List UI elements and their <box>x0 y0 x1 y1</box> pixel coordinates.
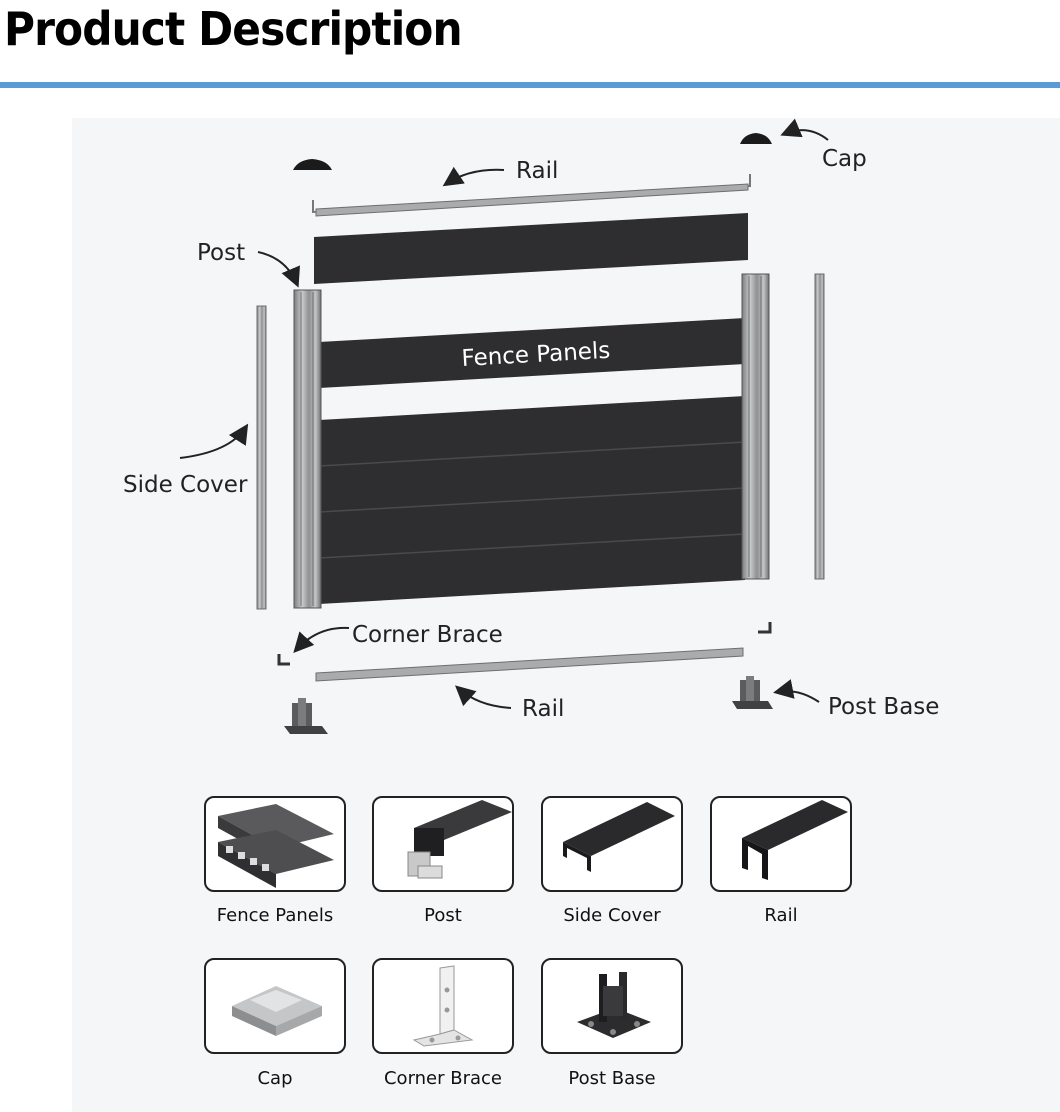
label-cap: Cap <box>822 146 867 172</box>
component-caption-side-cover: Side Cover <box>563 905 661 926</box>
post-right <box>741 273 770 580</box>
label-rail-bottom: Rail <box>522 696 564 722</box>
label-side-cover: Side Cover <box>123 472 248 498</box>
side-cover-left <box>256 305 267 610</box>
component-card-post <box>372 796 514 892</box>
arrow-rail-top <box>442 166 505 187</box>
post-left <box>293 289 322 609</box>
corner-brace-icon <box>412 965 474 1047</box>
arrow-post <box>257 251 300 288</box>
side-cover-right <box>814 273 825 580</box>
component-caption-post-base: Post Base <box>568 1068 656 1089</box>
top-panel <box>314 213 748 284</box>
component-card-rail <box>710 796 852 892</box>
cap-icon <box>232 986 322 1036</box>
arrow-side-cover <box>179 423 249 459</box>
arrow-post-base <box>773 679 820 703</box>
post-base-left <box>284 698 328 734</box>
component-caption-rail: Rail <box>764 905 798 926</box>
component-card-cap <box>204 958 346 1054</box>
cap-left <box>293 159 332 170</box>
cap-right <box>740 133 772 144</box>
fence-panels-icon <box>218 804 334 888</box>
post-profile-icon <box>407 800 512 879</box>
component-caption-corner-brace: Corner Brace <box>383 1068 503 1089</box>
label-post: Post <box>197 240 245 266</box>
arrow-corner-brace <box>293 626 350 653</box>
arrow-rail-bottom <box>455 685 512 709</box>
arrow-cap <box>780 118 829 141</box>
corner-brace-left <box>277 654 290 666</box>
component-caption-cap: Cap <box>257 1068 293 1089</box>
component-card-side-cover <box>541 796 683 892</box>
component-caption-fence-panels: Fence Panels <box>216 905 334 926</box>
component-caption-post: Post <box>424 905 462 926</box>
post-base-right <box>732 676 773 709</box>
diagram-background <box>72 118 1060 1112</box>
label-rail-top: Rail <box>516 158 558 184</box>
label-post-base: Post Base <box>828 694 939 720</box>
label-corner-brace: Corner Brace <box>352 622 503 648</box>
page-title: Product Description <box>4 2 463 56</box>
rail-profile-icon <box>742 800 848 880</box>
header: Product Description <box>0 0 1060 92</box>
fence-panels-label-panel <box>319 318 745 388</box>
corner-brace-right <box>758 622 772 634</box>
top-rail <box>312 174 751 217</box>
component-card-post-base <box>541 958 683 1054</box>
component-card-fence-panels <box>204 796 346 892</box>
title-divider <box>0 82 1060 88</box>
bottom-rail <box>315 647 744 682</box>
side-cover-profile-icon <box>563 802 675 872</box>
exploded-fence-diagram: Rail Cap Post Fence Panels Side Cover Co… <box>123 118 939 734</box>
post-base-icon <box>577 972 651 1038</box>
component-card-corner-brace <box>372 958 514 1054</box>
